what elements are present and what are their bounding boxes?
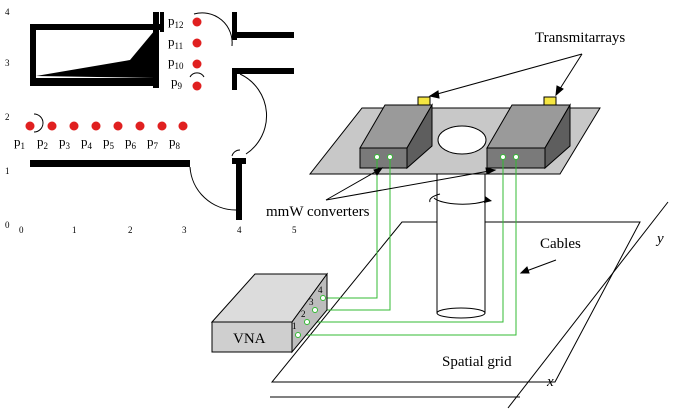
port-number: 4 [318,285,323,295]
point-label: p2 [37,134,48,151]
antenna-right [543,96,557,106]
rotation-arrow-tail [429,193,441,203]
rotation-pole [436,147,486,314]
x-axis-ticks: 0 1 2 3 4 5 [19,225,297,235]
y-tick: 2 [5,112,10,122]
measurement-point [113,121,123,131]
point-label: p5 [103,134,115,151]
connector [374,154,380,160]
x-axis-label: x [546,374,554,390]
point-label: p12 [168,13,184,30]
point-labels: p1 p2 p3 p4 p5 p6 p7 p8 p9 p10 p11 p12 [14,13,184,151]
door-swings [33,12,268,211]
port-number: 1 [292,321,297,331]
port-number: 2 [301,309,306,319]
converter-pointers [325,167,497,201]
measurement-point [135,121,145,131]
y-tick: 3 [5,58,10,68]
measurement-point [157,121,167,131]
measurement-point [178,121,188,131]
vna-label: VNA [233,331,266,347]
vna-port [295,332,301,338]
measurement-point [47,121,57,131]
transmitarray-pointers [428,53,583,99]
point-label: p7 [147,134,159,151]
pole-base [436,307,486,319]
transmitarrays-label: Transmitarrays [535,30,625,46]
measurement-point [192,38,202,48]
measurement-point [25,121,35,131]
cables-pointer [519,259,557,274]
point-label: p11 [168,34,183,51]
rotation-arrow [433,197,489,205]
vna-box: VNA 4 3 2 1 [210,272,328,354]
spatial-grid-label: Spatial grid [442,354,512,370]
x-tick: 1 [72,225,77,235]
y-axis-label: y [655,231,664,247]
point-label: p4 [81,134,93,151]
measurement-point [192,59,202,69]
converter-box-left [359,96,433,170]
x-tick: 3 [182,225,187,235]
measurement-points [25,17,202,131]
y-tick: 1 [5,166,10,176]
measurement-point [192,17,202,27]
point-label: p6 [125,134,137,151]
y-axis-line [507,201,669,409]
connector [500,154,506,160]
antenna-left [417,96,431,106]
measurement-point [192,81,202,91]
y-tick: 0 [5,220,10,230]
point-label: p3 [59,134,71,151]
cables-label: Cables [540,236,581,252]
measurement-point [91,121,101,131]
converter-box-right [486,96,571,170]
rotation-arrowhead [484,196,492,203]
point-label: p8 [169,134,181,151]
measurement-setup: x y [210,30,669,409]
converters-label: mmW converters [266,204,370,220]
x-tick: 4 [237,225,242,235]
floor-plan: 0 1 2 3 4 5 0 1 2 3 4 [5,7,297,235]
connector [513,154,519,160]
port-number: 3 [309,297,314,307]
connector [387,154,393,160]
cables [298,160,517,336]
point-label: p10 [168,54,184,71]
platform-hole [437,125,487,155]
measurement-point [69,121,79,131]
point-label: p9 [171,74,183,91]
vna-port [312,307,318,313]
vna-port [320,295,326,301]
y-axis-ticks: 0 1 2 3 4 [5,7,10,230]
x-tick: 0 [19,225,24,235]
vna-port [304,319,310,325]
walls [30,12,294,220]
y-tick: 4 [5,7,10,17]
x-tick: 2 [128,225,133,235]
point-label: p1 [14,134,25,151]
x-tick: 5 [292,225,297,235]
